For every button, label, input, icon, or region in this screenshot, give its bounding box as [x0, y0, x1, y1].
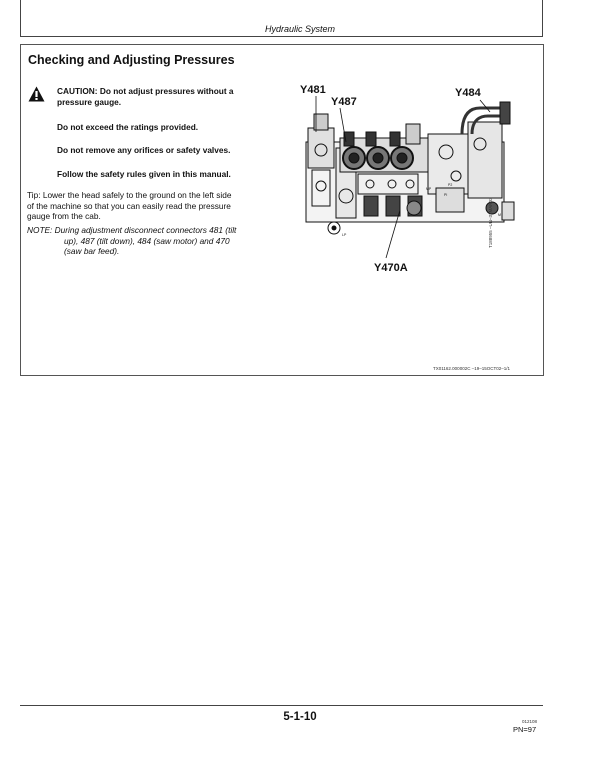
- rule-orifices: Do not remove any orifices or safety val…: [57, 145, 231, 155]
- page-number: 5-1-10: [283, 711, 317, 723]
- label-y484: Y484: [455, 87, 481, 99]
- label-y470a: Y470A: [374, 262, 408, 274]
- hydraulic-valve-figure: P2 PI MP LP M: [305, 96, 515, 259]
- svg-text:MP: MP: [426, 187, 432, 191]
- header-rule: [20, 36, 543, 37]
- rule-safety: Follow the safety rules given in this ma…: [57, 169, 231, 179]
- note-paragraph: NOTE: During adjustment disconnect conne…: [27, 225, 237, 256]
- footer-pn: PN=97: [513, 725, 537, 734]
- footer-date-code: 012108: [522, 719, 538, 724]
- page-header-title: Hydraulic System: [264, 24, 336, 34]
- right-margin-rule: [542, 0, 543, 36]
- rule-ratings: Do not exceed the ratings provided.: [57, 122, 199, 132]
- label-y487: Y487: [331, 96, 357, 108]
- figure-ref-code: TX01162.000002C –19–15OCT02–1/1: [433, 366, 510, 371]
- label-y481: Y481: [300, 84, 326, 96]
- footer-rule: [20, 705, 543, 706]
- svg-text:M: M: [498, 213, 501, 217]
- tip-paragraph: Tip: Lower the head safely to the ground…: [27, 190, 232, 221]
- svg-text:LP: LP: [342, 233, 347, 237]
- caution-text: CAUTION: Do not adjust pressures without…: [57, 86, 234, 107]
- warning-triangle-icon: [28, 86, 45, 102]
- svg-text:P2: P2: [448, 183, 452, 187]
- section-title: Checking and Adjusting Pressures: [28, 53, 235, 67]
- left-margin-rule: [20, 0, 21, 36]
- figure-side-code: T188955 –UN–31MAR03: [488, 197, 493, 248]
- content-box: [20, 44, 544, 376]
- svg-text:PI: PI: [444, 193, 447, 197]
